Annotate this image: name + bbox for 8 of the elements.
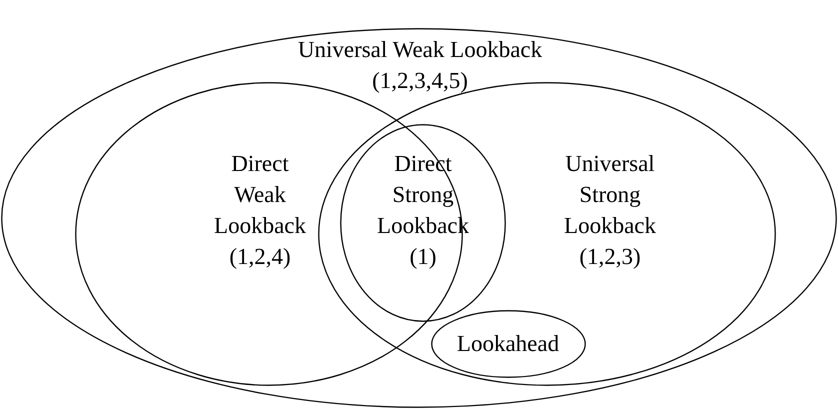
set-label: Lookahead [456, 330, 560, 358]
set-label: Universal Strong Lookback [563, 150, 657, 240]
set-members-label: (1,2,3) [579, 243, 641, 271]
set-label: Direct Weak Lookback [213, 150, 307, 240]
set-members-label: (1,2,3,4,5) [372, 67, 468, 95]
set-members-label: (1,2,4) [229, 243, 291, 271]
set-members-label: (1) [410, 243, 436, 271]
set-label: Universal Weak Lookback [298, 36, 542, 64]
